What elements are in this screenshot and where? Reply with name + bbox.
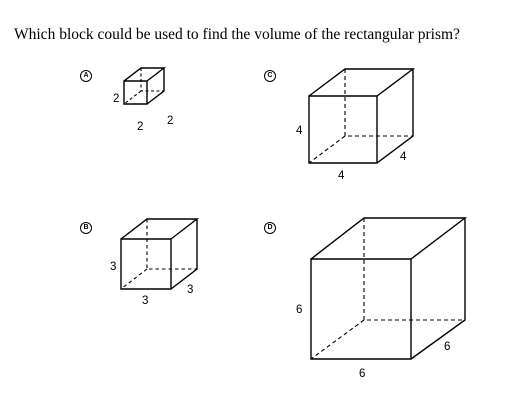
cube-d-depth-label: 6 <box>444 341 450 353</box>
cube-d[interactable] <box>310 217 468 360</box>
cube-b-width-label: 3 <box>142 295 148 307</box>
cube-c-height-label: 4 <box>296 125 303 137</box>
cube-a[interactable] <box>123 67 167 105</box>
cube-b-height-label: 3 <box>110 261 116 273</box>
cube-b[interactable] <box>120 218 200 290</box>
cube-c[interactable] <box>308 68 416 164</box>
cube-c-depth-label: 4 <box>400 151 407 163</box>
cube-a-height-label: 2 <box>113 93 119 105</box>
option-b-badge[interactable]: B <box>80 222 92 234</box>
option-c-badge[interactable]: C <box>264 70 276 82</box>
cube-c-width-label: 4 <box>338 170 345 182</box>
cube-a-depth-label: 2 <box>167 115 173 127</box>
cube-a-width-label: 2 <box>137 121 143 133</box>
cube-d-height-label: 6 <box>296 304 302 316</box>
question-text: Which block could be used to find the vo… <box>14 26 460 43</box>
cube-d-width-label: 6 <box>359 368 365 380</box>
cube-b-depth-label: 3 <box>187 284 193 296</box>
option-d-badge[interactable]: D <box>264 222 276 234</box>
option-a-badge[interactable]: A <box>80 70 92 82</box>
